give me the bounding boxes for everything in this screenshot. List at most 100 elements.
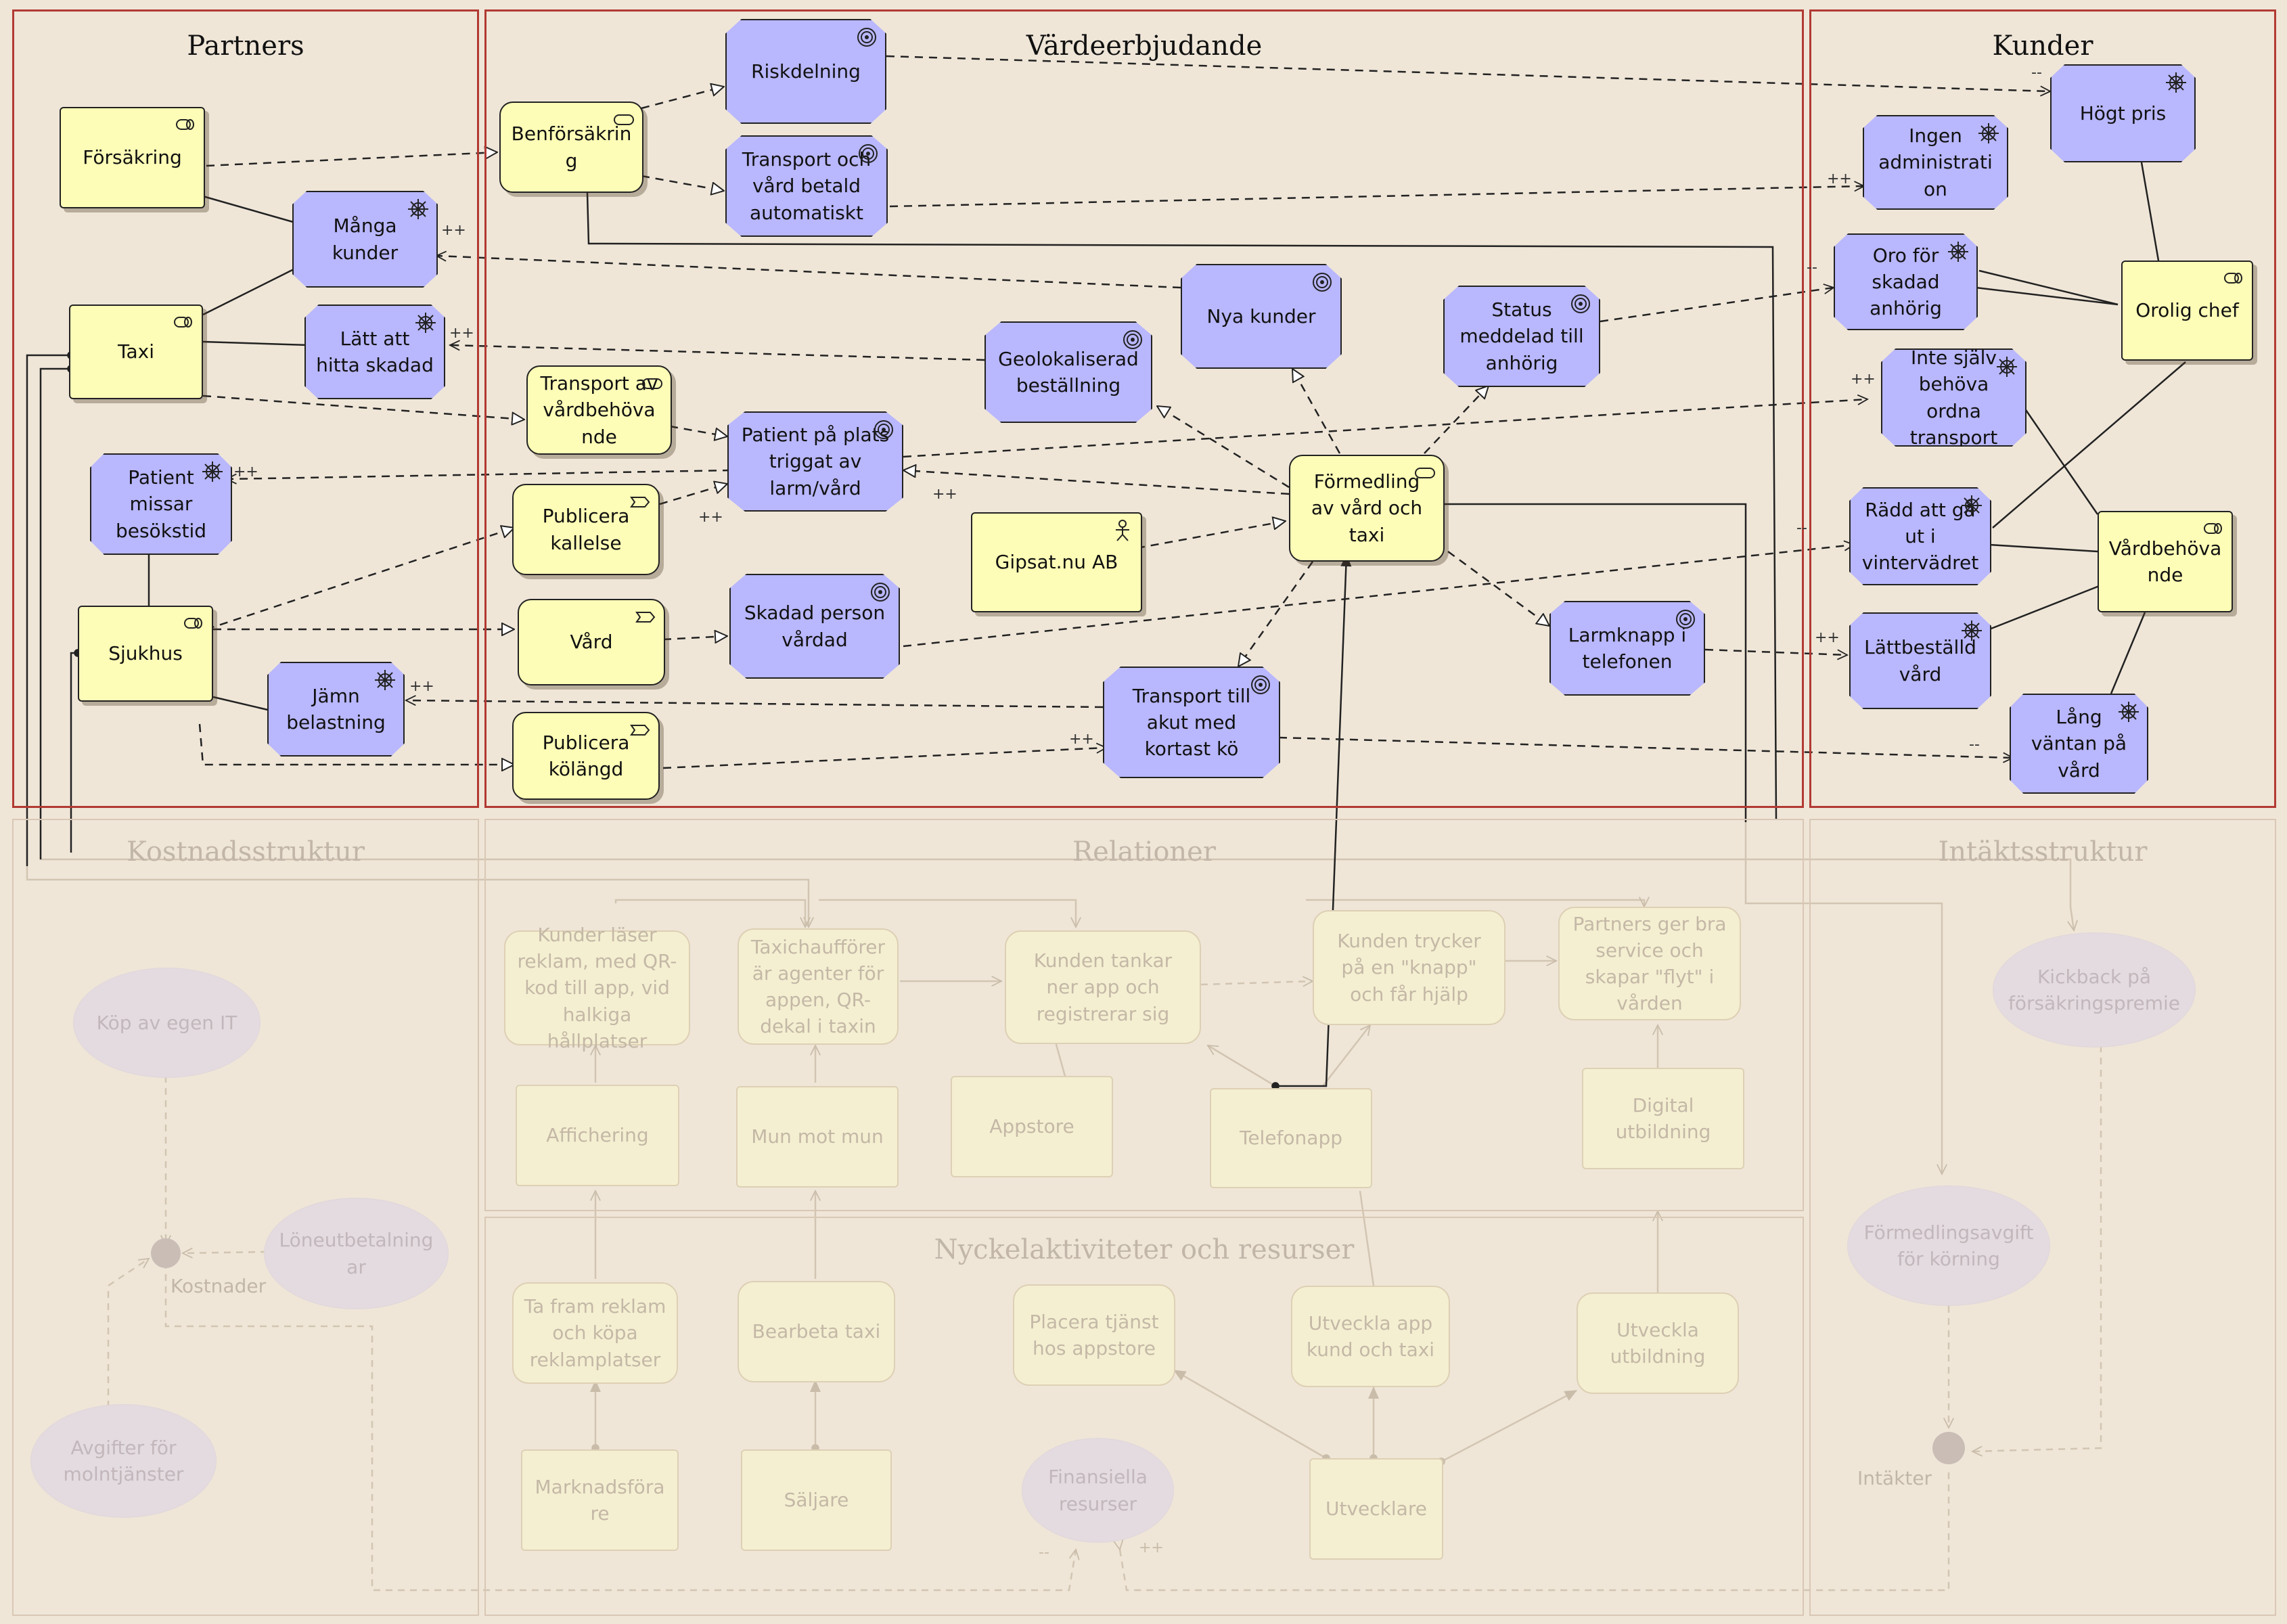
node-marknadsforare[interactable]: Marknadsförare bbox=[521, 1449, 679, 1551]
node-jamn-belastning[interactable]: Jämn belastning bbox=[267, 662, 405, 757]
service-icon bbox=[642, 378, 662, 389]
node-placera[interactable]: Placera tjänst hos appstore bbox=[1013, 1284, 1175, 1386]
influence-mark: -- bbox=[2031, 64, 2042, 81]
node-label: Gipsat.nu AB bbox=[995, 551, 1118, 574]
node-kunder-laser[interactable]: Kunder läser reklam, med QR-kod till app… bbox=[504, 924, 690, 1052]
node-label: Inte själv behöva ordna transport bbox=[1909, 346, 1998, 449]
node-label: Mun mot mun bbox=[751, 1125, 884, 1148]
node-label: Säljare bbox=[784, 1489, 849, 1512]
node-loneutbetalningar[interactable]: Löneutbetalningar bbox=[264, 1198, 449, 1309]
node-orolig-chef[interactable]: Orolig chef bbox=[2121, 261, 2253, 361]
node-formedlingsavgift[interactable]: Förmedlingsavgift för körning bbox=[1847, 1186, 2050, 1306]
node-finansiella[interactable]: Finansiella resurser bbox=[1022, 1438, 1174, 1543]
node-larmknapp[interactable]: Larmknapp i telefonen bbox=[1549, 601, 1705, 696]
node-affichering[interactable]: Affichering bbox=[516, 1085, 679, 1186]
node-lattbestalld[interactable]: Lättbeställd vård bbox=[1849, 612, 1991, 709]
node-transport-betald[interactable]: Transport och vård betald automatiskt bbox=[725, 135, 888, 237]
node-label: Kunder läser reklam, med QR-kod till app… bbox=[517, 924, 677, 1052]
node-label: Larmknapp i telefonen bbox=[1568, 623, 1687, 673]
role-icon bbox=[2204, 523, 2222, 534]
node-digital-utbildning[interactable]: Digital utbildning bbox=[1582, 1068, 1744, 1169]
node-label: Förmedling av vård och taxi bbox=[1311, 470, 1423, 546]
node-label: Transport och vård betald automatiskt bbox=[742, 148, 871, 224]
node-publicera-kallelse[interactable]: Publicera kallelse bbox=[512, 484, 660, 575]
node-label: Ingen administration bbox=[1878, 125, 1993, 200]
node-kop-it[interactable]: Köp av egen IT bbox=[73, 968, 261, 1078]
node-vardbehovande[interactable]: Vårdbehövande bbox=[2098, 511, 2233, 612]
node-label: Lång väntan på vård bbox=[2031, 706, 2127, 782]
node-label: Placera tjänst hos appstore bbox=[1029, 1310, 1159, 1359]
node-label: Geolokaliserad beställning bbox=[998, 347, 1139, 397]
node-avgifter[interactable]: Avgifter för molntjänster bbox=[30, 1404, 217, 1518]
influence-mark: -- bbox=[1796, 520, 1807, 537]
node-forsakring[interactable]: Försäkring bbox=[60, 107, 205, 208]
node-utveckla-app[interactable]: Utveckla app kund och taxi bbox=[1291, 1286, 1450, 1387]
node-label: Status meddelad till anhörig bbox=[1459, 298, 1584, 374]
node-label: Benförsäkring bbox=[511, 122, 632, 172]
node-taxichaufforer[interactable]: Taxichaufförer är agenter för appen, QR-… bbox=[738, 928, 899, 1045]
node-label: Riskdelning bbox=[751, 60, 861, 83]
label-intakter: Intäkter bbox=[1857, 1467, 1932, 1489]
node-status-meddelad[interactable]: Status meddelad till anhörig bbox=[1443, 286, 1600, 387]
node-nya-kunder[interactable]: Nya kunder bbox=[1181, 264, 1342, 369]
goal-icon bbox=[871, 583, 890, 602]
node-label: Jämn belastning bbox=[286, 684, 386, 734]
node-label: Nya kunder bbox=[1206, 304, 1316, 328]
driver-icon bbox=[1962, 495, 1982, 516]
node-radd[interactable]: Rädd att gå ut i vintervädret bbox=[1849, 487, 1991, 585]
node-label: Lätt att hitta skadad bbox=[316, 327, 434, 376]
node-partners-ger[interactable]: Partners ger bra service och skapar "fly… bbox=[1558, 907, 1741, 1020]
node-taxi[interactable]: Taxi bbox=[69, 304, 203, 399]
node-formedling[interactable]: Förmedling av vård och taxi bbox=[1289, 455, 1445, 562]
node-ingen-admin[interactable]: Ingen administration bbox=[1863, 115, 2008, 210]
node-patient-missar[interactable]: Patient missar besökstid bbox=[90, 453, 232, 555]
node-transport-vardbehovande[interactable]: Transport av vårdbehövande bbox=[526, 365, 672, 455]
node-hogt-pris[interactable]: Högt pris bbox=[2050, 64, 2196, 162]
influence-mark: ++ bbox=[932, 486, 957, 503]
node-geolokaliserad[interactable]: Geolokaliserad beställning bbox=[984, 321, 1152, 423]
node-label: Rädd att gå ut i vintervädret bbox=[1861, 498, 1979, 574]
node-appstore[interactable]: Appstore bbox=[951, 1076, 1113, 1177]
node-skadad-vardad[interactable]: Skadad person vårdad bbox=[729, 574, 900, 679]
node-publicera-kolangd[interactable]: Publicera kölängd bbox=[512, 712, 660, 800]
node-sjukhus[interactable]: Sjukhus bbox=[78, 606, 213, 702]
node-label: Utvecklare bbox=[1326, 1497, 1427, 1520]
node-lang-vantan[interactable]: Lång väntan på vård bbox=[2010, 694, 2148, 794]
node-label: Transport av vårdbehövande bbox=[540, 372, 658, 448]
node-ta-fram[interactable]: Ta fram reklam och köpa reklamplatser bbox=[512, 1282, 678, 1384]
node-label: Försäkring bbox=[83, 146, 182, 169]
node-bearbeta[interactable]: Bearbeta taxi bbox=[738, 1281, 895, 1382]
node-kunden-trycker[interactable]: Kunden trycker på en "knapp" och får hjä… bbox=[1313, 910, 1505, 1025]
node-label: Köp av egen IT bbox=[96, 1011, 237, 1034]
node-inte-sjalv[interactable]: Inte själv behöva ordna transport bbox=[1881, 348, 2026, 447]
node-label: Partners ger bra service och skapar "fly… bbox=[1572, 912, 1727, 1015]
node-saljare[interactable]: Säljare bbox=[741, 1449, 892, 1551]
node-label: Skadad person vårdad bbox=[744, 602, 886, 651]
node-patient-plats[interactable]: Patient på plats triggat av larm/vård bbox=[727, 411, 903, 512]
node-kickback[interactable]: Kickback på försäkringspremie bbox=[1993, 932, 2196, 1047]
node-riskdelning[interactable]: Riskdelning bbox=[725, 19, 886, 124]
influence-mark: ++ bbox=[1851, 371, 1876, 388]
node-kunden-tankar[interactable]: Kunden tankar ner app och registrerar si… bbox=[1005, 930, 1201, 1044]
node-telefonapp[interactable]: Telefonapp bbox=[1210, 1088, 1372, 1188]
node-benforsakring[interactable]: Benförsäkring bbox=[499, 102, 643, 193]
influence-mark: ++ bbox=[409, 678, 434, 695]
node-label: Publicera kallelse bbox=[542, 505, 630, 554]
node-vard[interactable]: Vård bbox=[518, 599, 665, 685]
panel-title-relations: Relationer bbox=[1072, 836, 1216, 867]
panel-partners: Partners bbox=[12, 9, 479, 808]
node-utvecklare[interactable]: Utvecklare bbox=[1309, 1458, 1443, 1560]
influence-mark: -- bbox=[1969, 736, 1980, 753]
node-latt-hitta[interactable]: Lätt att hitta skadad bbox=[304, 304, 445, 399]
node-label: Marknadsförare bbox=[535, 1475, 665, 1525]
panel-title-revenue: Intäktsstruktur bbox=[1938, 836, 2148, 867]
node-gipsat[interactable]: Gipsat.nu AB bbox=[971, 512, 1142, 612]
node-transport-akut[interactable]: Transport till akut med kortast kö bbox=[1103, 667, 1280, 778]
node-label: Vård bbox=[570, 631, 613, 654]
node-label: Kunden trycker på en "knapp" och får hjä… bbox=[1337, 930, 1481, 1006]
node-mun-mot-mun[interactable]: Mun mot mun bbox=[736, 1086, 899, 1188]
node-oro[interactable]: Oro för skadad anhörig bbox=[1834, 233, 1978, 330]
node-manga-kunder[interactable]: Många kunder bbox=[292, 191, 438, 288]
node-utveckla-utb[interactable]: Utveckla utbildning bbox=[1577, 1292, 1739, 1394]
